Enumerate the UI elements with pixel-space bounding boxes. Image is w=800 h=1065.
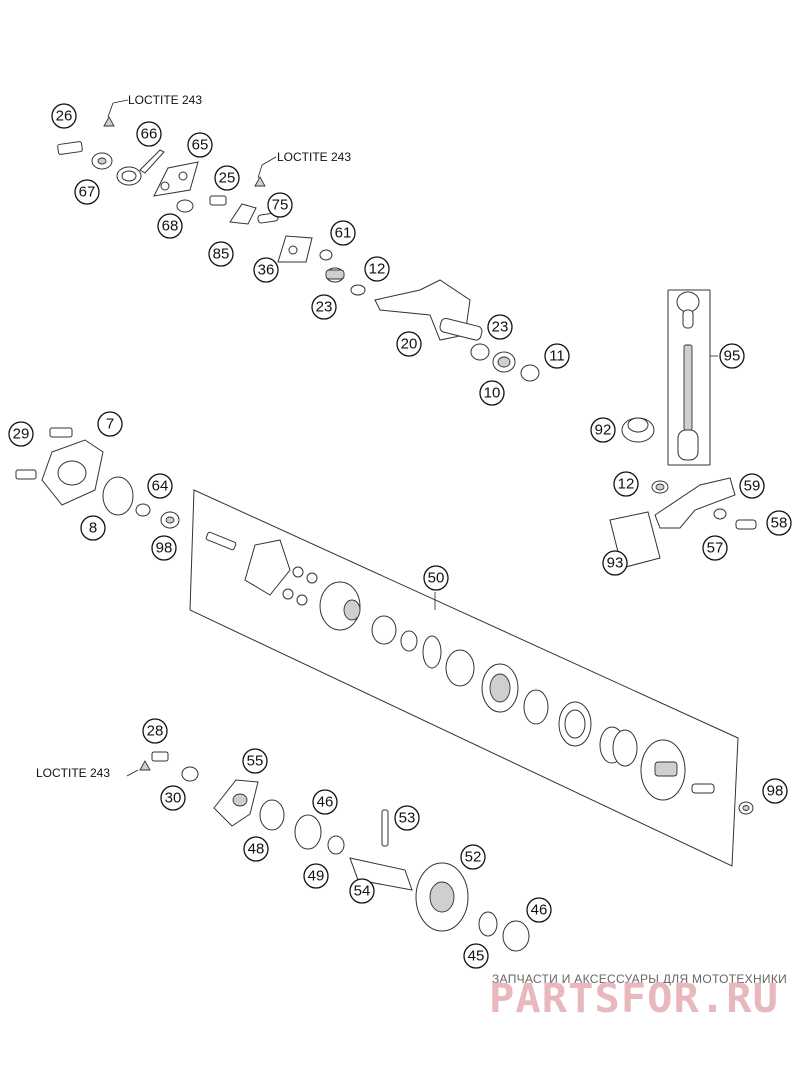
callout-61: 61 <box>330 220 356 246</box>
callout-95: 95 <box>719 343 745 369</box>
callout-67: 67 <box>74 179 100 205</box>
svg-text:92: 92 <box>595 422 612 439</box>
leader-lines <box>107 99 718 777</box>
loctite-notes: LOCTITE 243 LOCTITE 243 LOCTITE 243 <box>36 93 351 780</box>
svg-text:11: 11 <box>549 348 565 365</box>
callout-45: 45 <box>463 943 489 969</box>
svg-text:58: 58 <box>771 515 788 532</box>
callout-50: 50 <box>423 565 449 591</box>
svg-text:53: 53 <box>399 810 416 827</box>
callout-59: 59 <box>739 473 765 499</box>
svg-text:30: 30 <box>165 790 182 807</box>
loctite-note-lower-left: LOCTITE 243 <box>36 766 110 780</box>
callout-98-right: 98 <box>762 778 788 804</box>
svg-text:12: 12 <box>618 476 635 493</box>
svg-text:61: 61 <box>335 225 352 242</box>
callout-46-bottom: 46 <box>526 897 552 923</box>
callout-8: 8 <box>80 515 106 541</box>
callout-64: 64 <box>147 473 173 499</box>
callout-75: 75 <box>267 192 293 218</box>
svg-text:54: 54 <box>354 883 371 900</box>
svg-text:68: 68 <box>162 218 179 235</box>
callout-93: 93 <box>602 550 628 576</box>
callout-55: 55 <box>242 748 268 774</box>
svg-text:48: 48 <box>248 841 265 858</box>
svg-text:66: 66 <box>141 126 158 143</box>
callout-68: 68 <box>157 213 183 239</box>
callout-66: 66 <box>136 121 162 147</box>
svg-text:98: 98 <box>156 540 173 557</box>
watermark-caption: ЗАПЧАСТИ И АКСЕССУАРЫ ДЛЯ МОТОТЕХНИКИ <box>492 972 787 986</box>
watermark-brand: PARTSFOR.RU <box>489 976 779 1022</box>
callout-52: 52 <box>460 844 486 870</box>
callout-28: 28 <box>142 718 168 744</box>
svg-text:65: 65 <box>192 137 209 154</box>
callout-58: 58 <box>766 510 792 536</box>
callout-48: 48 <box>243 836 269 862</box>
svg-text:50: 50 <box>428 570 445 587</box>
svg-text:59: 59 <box>744 478 761 495</box>
callout-23-left: 23 <box>311 294 337 320</box>
callout-46-top: 46 <box>312 789 338 815</box>
callout-10: 10 <box>479 380 505 406</box>
callout-26-top: 26 <box>51 103 77 129</box>
callout-65: 65 <box>187 132 213 158</box>
svg-text:10: 10 <box>484 385 501 402</box>
loctite-note-upper-right: LOCTITE 243 <box>277 150 351 164</box>
callout-85: 85 <box>208 241 234 267</box>
callout-30: 30 <box>160 785 186 811</box>
svg-text:85: 85 <box>213 246 230 263</box>
svg-text:52: 52 <box>465 849 482 866</box>
svg-text:23: 23 <box>316 299 333 316</box>
svg-text:57: 57 <box>707 540 724 557</box>
svg-text:45: 45 <box>468 948 485 965</box>
svg-text:64: 64 <box>152 478 169 495</box>
callout-12-top: 12 <box>364 256 390 282</box>
svg-text:67: 67 <box>79 184 96 201</box>
svg-text:7: 7 <box>106 416 114 433</box>
svg-text:20: 20 <box>401 336 418 353</box>
callout-53: 53 <box>394 805 420 831</box>
svg-text:93: 93 <box>607 555 624 572</box>
svg-text:46: 46 <box>531 902 548 919</box>
callout-92: 92 <box>590 417 616 443</box>
svg-text:8: 8 <box>89 520 97 537</box>
callout-25: 25 <box>214 165 240 191</box>
svg-text:12: 12 <box>369 261 386 278</box>
svg-text:98: 98 <box>767 783 784 800</box>
svg-text:55: 55 <box>247 753 264 770</box>
svg-text:46: 46 <box>317 794 334 811</box>
watermark: ЗАПЧАСТИ И АКСЕССУАРЫ ДЛЯ МОТОТЕХНИКИ PA… <box>489 972 787 1022</box>
callout-54: 54 <box>349 878 375 904</box>
callout-12-right: 12 <box>613 471 639 497</box>
callout-57: 57 <box>702 535 728 561</box>
svg-text:95: 95 <box>724 348 741 365</box>
callout-98-left: 98 <box>151 535 177 561</box>
svg-text:36: 36 <box>258 262 275 279</box>
svg-text:49: 49 <box>308 868 325 885</box>
loctite-note-top: LOCTITE 243 <box>128 93 202 107</box>
part-illustrations <box>15 116 757 952</box>
callout-36: 36 <box>253 257 279 283</box>
svg-text:29: 29 <box>13 426 30 443</box>
callout-7: 7 <box>97 411 123 437</box>
svg-text:75: 75 <box>272 197 289 214</box>
callout-49: 49 <box>303 863 329 889</box>
svg-text:23: 23 <box>492 319 509 336</box>
callout-20: 20 <box>396 331 422 357</box>
svg-text:26: 26 <box>56 108 73 125</box>
callout-11: 11 <box>544 343 570 369</box>
part-callouts: 26 67 66 65 68 25 75 85 36 61 12 23 20 2… <box>8 103 792 969</box>
svg-text:28: 28 <box>147 723 164 740</box>
callout-29: 29 <box>8 421 34 447</box>
callout-23-right: 23 <box>487 314 513 340</box>
svg-text:25: 25 <box>219 170 236 187</box>
